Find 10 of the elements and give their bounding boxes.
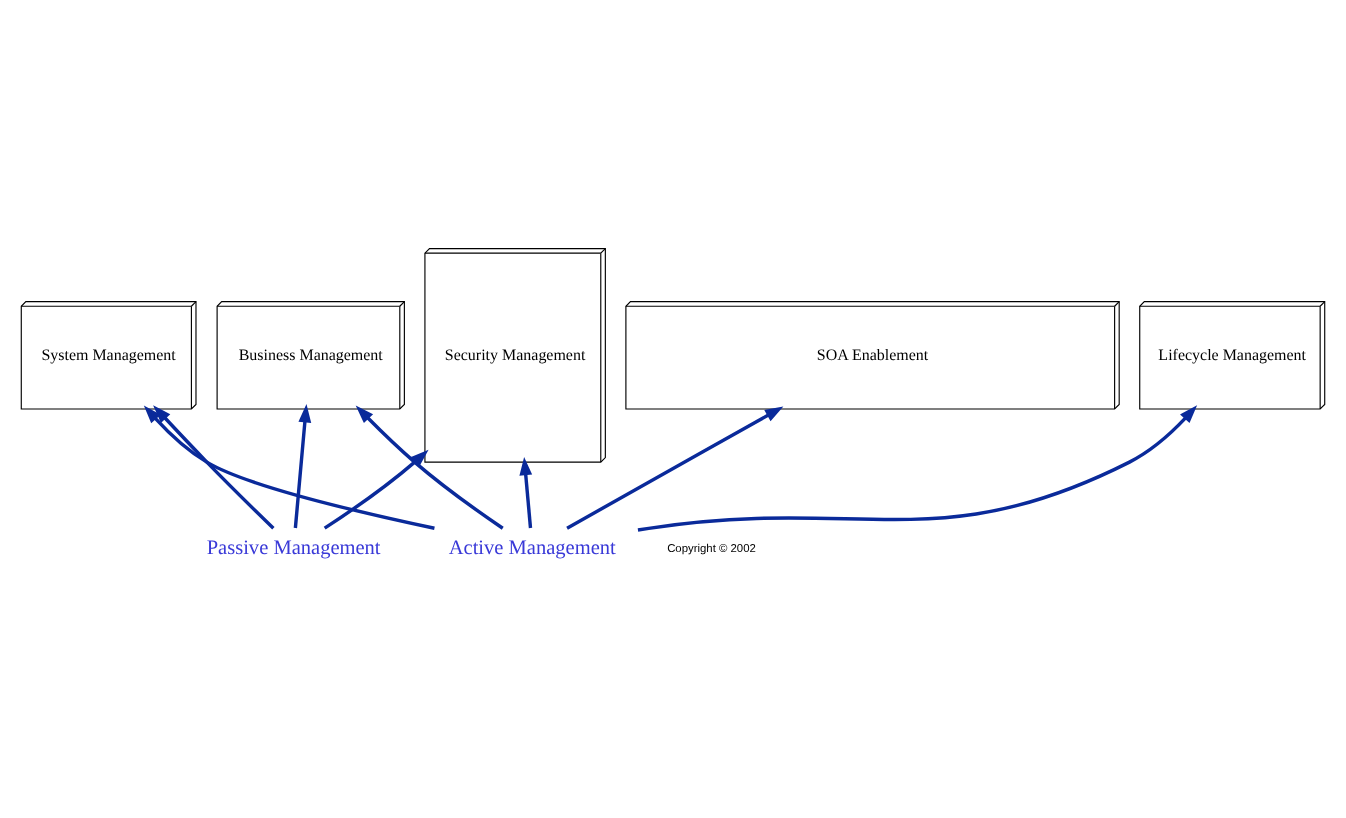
node-text: Active Management	[448, 537, 616, 560]
arrow	[637, 405, 1198, 532]
arrow	[143, 405, 435, 530]
arrow	[566, 406, 784, 530]
arrow	[323, 449, 429, 530]
arrow	[519, 456, 533, 529]
arrow	[293, 404, 312, 529]
arrow	[153, 405, 275, 530]
node-text: Passive Management	[206, 537, 381, 560]
arrow	[355, 405, 504, 530]
